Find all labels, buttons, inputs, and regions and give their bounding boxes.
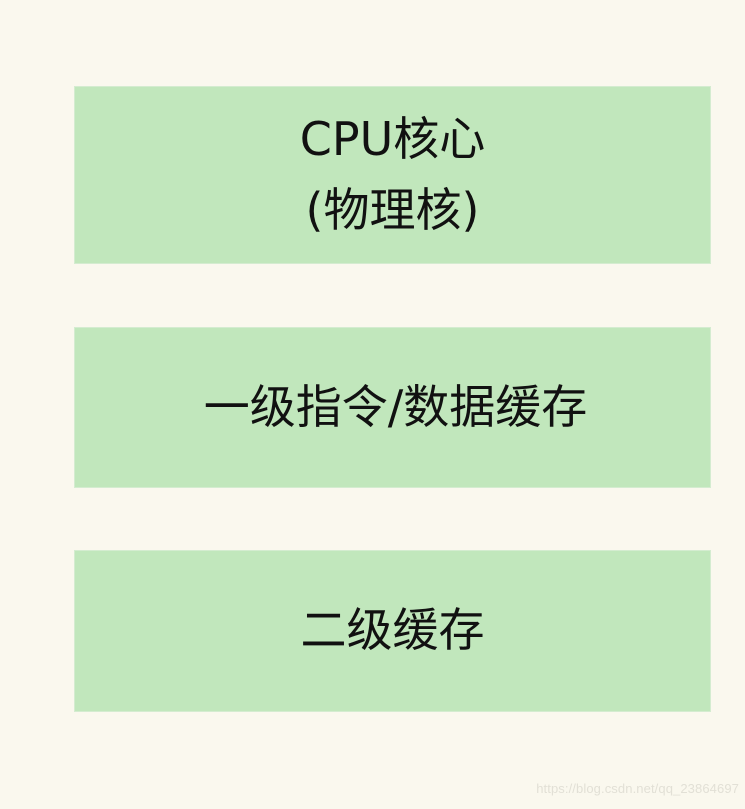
cpu-core-label: CPU核心 (物理核): [300, 104, 486, 247]
l2-cache-label: 二级缓存: [300, 603, 485, 658]
cpu-core-box: CPU核心 (物理核): [74, 86, 711, 264]
watermark-text: https://blog.csdn.net/qq_23864697: [536, 781, 739, 796]
l1-cache-label: 一级指令/数据缓存: [203, 379, 588, 434]
cpu-core-title: CPU核心: [299, 111, 486, 166]
l2-cache-box: 二级缓存: [74, 550, 711, 712]
l1-cache-box: 一级指令/数据缓存: [74, 327, 711, 488]
cpu-core-subtitle: (物理核): [305, 183, 480, 237]
